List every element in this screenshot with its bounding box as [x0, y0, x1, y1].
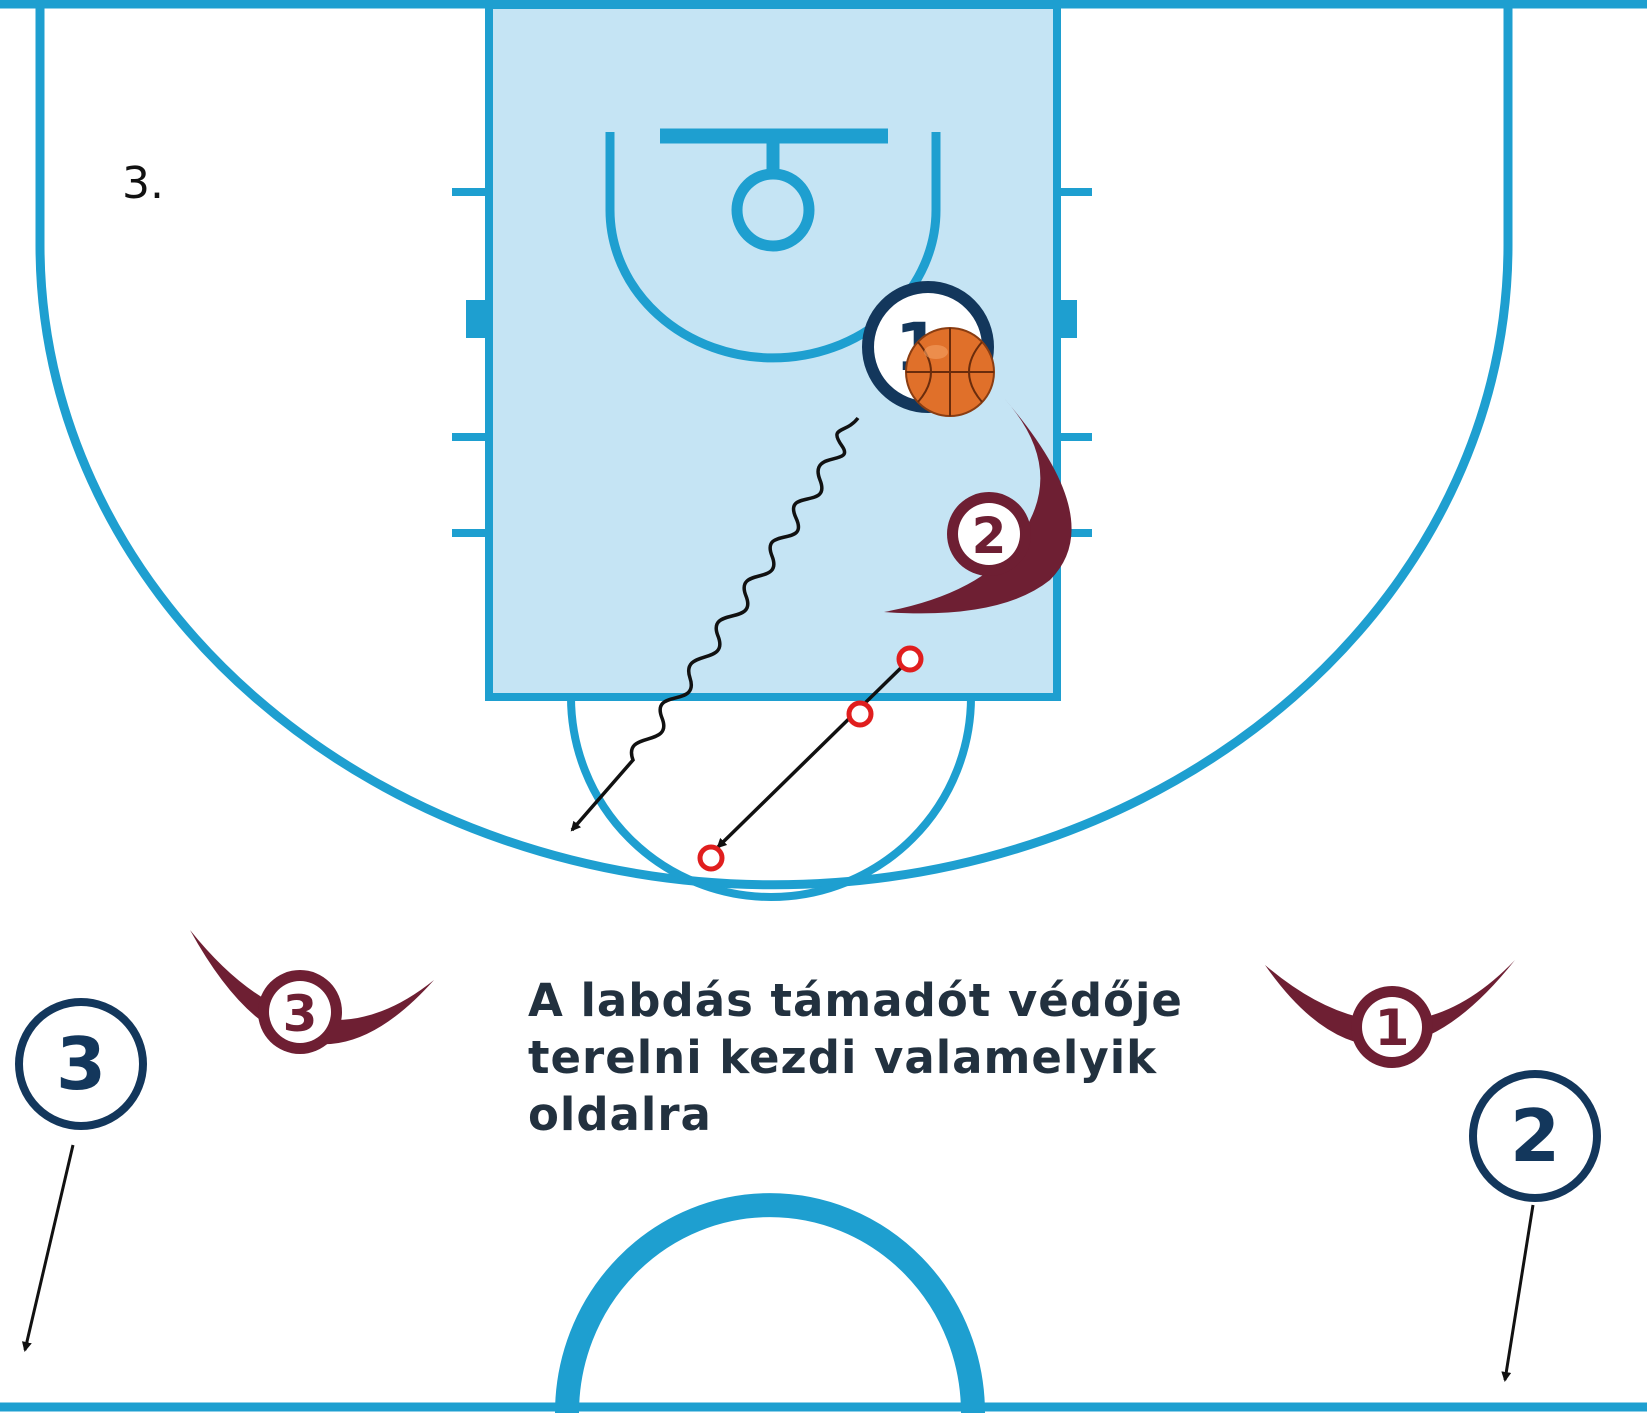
caption-line-2: terelni kezdi valamelyik — [528, 1031, 1158, 1084]
cone-marker — [697, 844, 725, 872]
caption-line-1: A labdás támadót védője — [528, 974, 1183, 1027]
defender-2: 2 — [884, 397, 1072, 614]
offense-player-3: 3 — [15, 998, 147, 1130]
offense-player-3-circle — [15, 998, 147, 1130]
pass-line-arrow — [716, 657, 912, 849]
defender-1-arc — [1265, 960, 1515, 1047]
cut-arrow-left — [21, 1144, 75, 1352]
defender-2-label: 2 — [972, 507, 1007, 565]
defender-1: 1 — [1265, 960, 1515, 1068]
three-point-line — [35, 5, 1513, 890]
defender-3-label: 3 — [283, 985, 318, 1043]
offense-player-2-label: 2 — [1510, 1094, 1560, 1178]
restricted-area-arc — [605, 132, 941, 363]
dribble-path-arrow — [570, 416, 860, 832]
defender-2-arc — [884, 397, 1072, 614]
cone-markers — [697, 645, 924, 872]
offense-player-2-circle — [1469, 1070, 1601, 1202]
offense-player-3-label: 3 — [56, 1022, 106, 1106]
cut-arrow-right — [1501, 1204, 1535, 1382]
cone-marker — [846, 700, 874, 728]
lane-block-left — [466, 300, 489, 338]
diagram-caption: A labdás támadót védője terelni kezdi va… — [528, 972, 1183, 1143]
rim — [731, 168, 815, 252]
defender-1-label: 1 — [1375, 999, 1410, 1057]
offense-player-2: 2 — [1469, 1070, 1601, 1202]
basketball-icon — [905, 327, 995, 417]
free-throw-lane — [452, 1, 1092, 901]
center-circle — [555, 1193, 985, 1413]
lane-block-right — [1057, 300, 1077, 338]
cone-marker — [896, 645, 924, 673]
free-throw-circle — [567, 696, 975, 901]
defender-3-arc — [190, 930, 434, 1045]
caption-line-3: oldalra — [528, 1088, 712, 1141]
defender-3: 3 — [190, 930, 434, 1054]
step-number: 3. — [122, 158, 164, 209]
